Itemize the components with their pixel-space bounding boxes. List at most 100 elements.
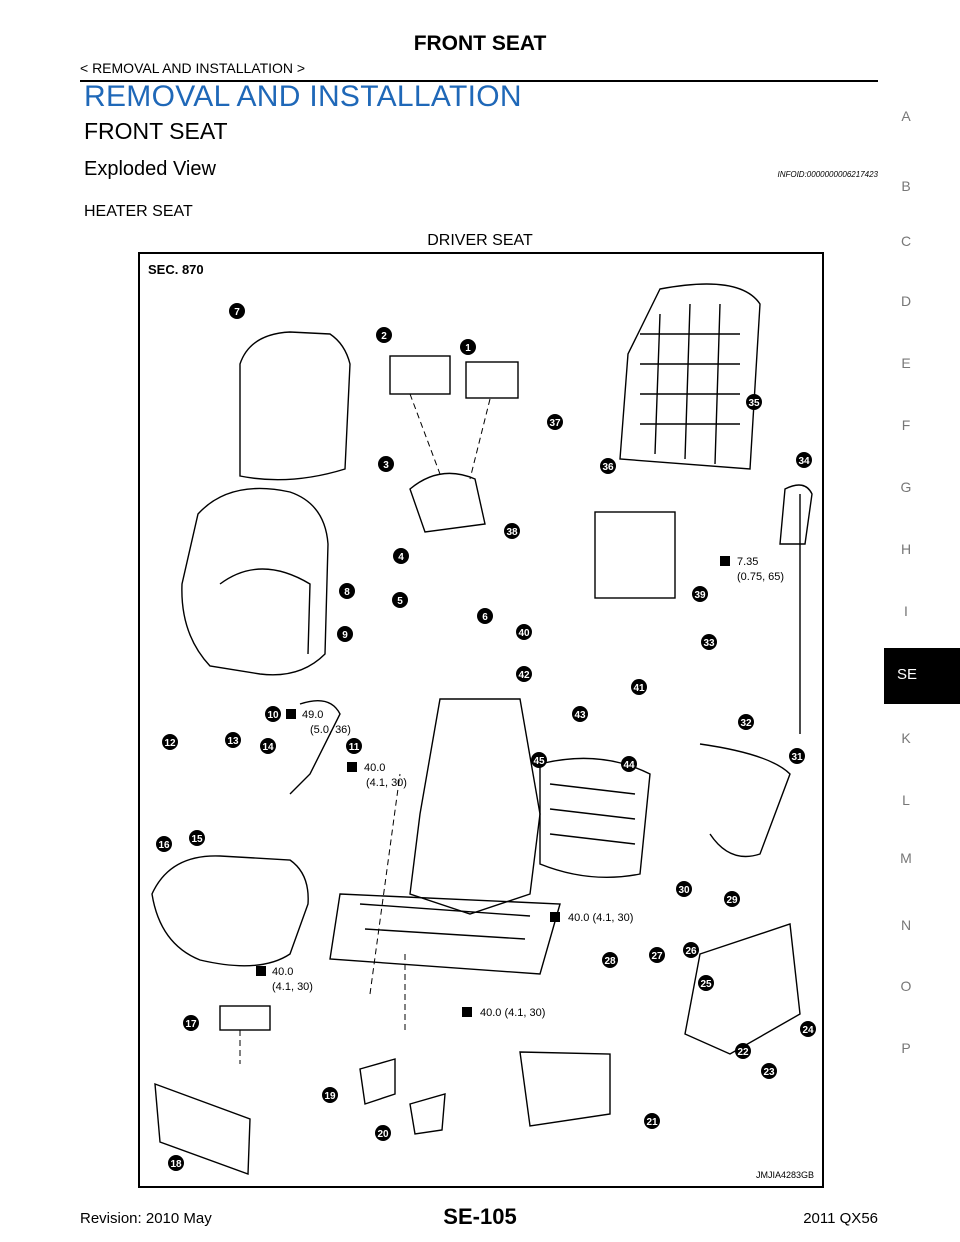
svg-text:13: 13 [227, 736, 239, 747]
headrest-pad-shape [239, 331, 351, 481]
torque-label-5: 40.0 (4.1, 30) [256, 966, 313, 993]
svg-text:39: 39 [694, 590, 706, 601]
callout-2: 2 [376, 327, 392, 343]
callout-7: 7 [229, 303, 245, 319]
svg-text:9: 9 [342, 630, 348, 641]
svg-text:32: 32 [740, 718, 752, 729]
index-letter-b[interactable]: B [901, 178, 911, 194]
svg-text:15: 15 [191, 834, 203, 845]
callout-12: 12 [162, 734, 178, 750]
headrest-3 [409, 472, 486, 533]
index-letter-h[interactable]: H [900, 541, 912, 557]
callout-9: 9 [337, 626, 353, 642]
index-letter-d[interactable]: D [900, 293, 912, 309]
subsection-title: Exploded View [84, 158, 216, 180]
svg-text:1: 1 [465, 343, 471, 354]
callout-43: 43 [572, 706, 588, 722]
seatback-cover-shape [181, 487, 329, 676]
svg-text:49.0: 49.0 [302, 709, 323, 721]
callout-8: 8 [339, 583, 355, 599]
torque-label-2: 49.0 (5.0, 36) [286, 709, 351, 736]
footer-page-number: SE-105 [443, 1204, 517, 1229]
callout-34: 34 [796, 452, 812, 468]
seat-frame-shape [409, 698, 541, 915]
svg-text:7: 7 [234, 307, 240, 318]
knee-bolster-19 [359, 1058, 396, 1105]
svg-text:41: 41 [633, 683, 645, 694]
svg-text:34: 34 [798, 456, 810, 467]
index-letter-e[interactable]: E [901, 355, 911, 371]
callout-31: 31 [789, 748, 805, 764]
index-letter-p[interactable]: P [901, 1040, 911, 1056]
heater-switch-39 [594, 511, 676, 599]
callout-36: 36 [600, 458, 616, 474]
torque-label-4: 40.0 (4.1, 30) [550, 912, 633, 924]
page-header-title: FRONT SEAT [413, 32, 547, 55]
svg-text:29: 29 [726, 895, 738, 906]
svg-text:33: 33 [703, 638, 715, 649]
callout-3: 3 [378, 456, 394, 472]
svg-text:42: 42 [518, 670, 530, 681]
index-tab-active[interactable]: SE [884, 648, 960, 704]
callout-28: 28 [602, 952, 618, 968]
diagram-drawing: 7 2 1 37 35 36 34 3 38 4 39 8 5 6 9 40 3… [151, 283, 816, 1175]
info-id: INFOID:0000000006217423 [777, 170, 878, 179]
index-letter-i[interactable]: I [904, 603, 908, 619]
callout-14: 14 [260, 738, 276, 754]
callout-26: 26 [683, 942, 699, 958]
svg-text:40.0 (4.1, 30): 40.0 (4.1, 30) [568, 912, 633, 924]
index-letter-n[interactable]: N [900, 917, 912, 933]
breadcrumb: < REMOVAL AND INSTALLATION > [80, 60, 306, 76]
callout-22: 22 [735, 1043, 751, 1059]
svg-text:12: 12 [164, 738, 176, 749]
callout-25: 25 [698, 975, 714, 991]
callout-40: 40 [516, 624, 532, 640]
svg-text:44: 44 [623, 760, 635, 771]
svg-text:23: 23 [763, 1067, 775, 1078]
callout-17: 17 [183, 1015, 199, 1031]
figure-caption: DRIVER SEAT [427, 232, 533, 249]
index-letter-l[interactable]: L [902, 792, 910, 808]
callout-15: 15 [189, 830, 205, 846]
svg-text:4: 4 [398, 552, 404, 563]
callout-23: 23 [761, 1063, 777, 1079]
callout-32: 32 [738, 714, 754, 730]
bracket-34 [779, 484, 813, 545]
harness-shape [699, 743, 791, 858]
callout-20: 20 [375, 1125, 391, 1141]
callout-29: 29 [724, 891, 740, 907]
control-unit-2 [389, 355, 451, 395]
callout-37: 37 [547, 414, 563, 430]
svg-text:11: 11 [349, 742, 360, 753]
svg-text:20: 20 [377, 1129, 389, 1140]
svg-text:38: 38 [506, 527, 518, 538]
seatbelt-11 [289, 700, 341, 795]
svg-text:36: 36 [602, 462, 614, 473]
svg-text:21: 21 [646, 1117, 658, 1128]
callout-27: 27 [649, 947, 665, 963]
svg-text:17: 17 [185, 1019, 197, 1030]
svg-text:30: 30 [678, 885, 690, 896]
index-letter-a[interactable]: A [901, 108, 911, 124]
svg-text:22: 22 [737, 1047, 749, 1058]
index-letter-k[interactable]: K [901, 730, 911, 746]
bracket-17 [219, 1005, 271, 1031]
svg-text:43: 43 [574, 710, 586, 721]
svg-text:31: 31 [791, 752, 803, 763]
svg-text:6: 6 [482, 612, 488, 623]
heater-cushion-21 [519, 1051, 611, 1127]
index-letter-m[interactable]: M [900, 850, 912, 866]
index-letter-o[interactable]: O [900, 978, 912, 994]
figure-code: JMJIA4283GB [755, 1170, 814, 1180]
svg-text:45: 45 [533, 756, 545, 767]
torque-label-6: 40.0 (4.1, 30) [462, 1007, 545, 1019]
callout-38: 38 [504, 523, 520, 539]
index-letter-f[interactable]: F [901, 417, 911, 433]
index-letter-g[interactable]: G [900, 479, 912, 495]
index-letter-c[interactable]: C [900, 233, 912, 249]
svg-text:(0.75, 65): (0.75, 65) [737, 571, 784, 583]
svg-text:(4.1, 30): (4.1, 30) [272, 981, 313, 993]
callout-5: 5 [392, 592, 408, 608]
callout-1: 1 [460, 339, 476, 355]
svg-text:35: 35 [748, 398, 760, 409]
